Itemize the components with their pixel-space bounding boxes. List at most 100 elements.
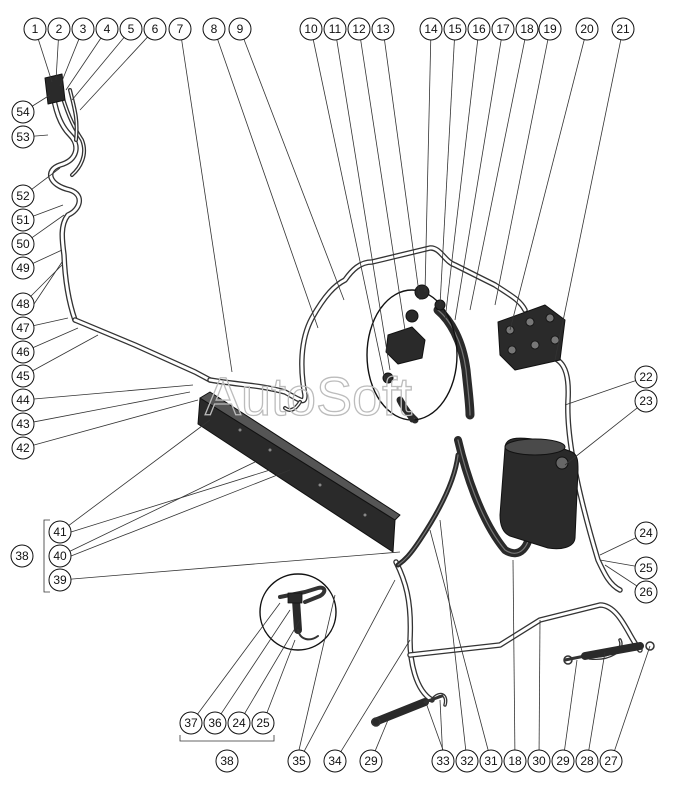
callout-right-25-leader <box>599 559 636 567</box>
callout-bottom-10-18-leader <box>512 559 516 751</box>
tank-top <box>504 438 566 456</box>
callout-bottom-3-25: 25 <box>251 711 275 735</box>
callout-top-1-circle <box>23 17 47 41</box>
top-loop-tube-core <box>208 246 527 402</box>
callout-right-24: 24 <box>634 521 658 545</box>
callout-right-23-leader <box>564 407 638 466</box>
callout-g38b-label: 38 <box>215 749 239 773</box>
callout-bottom-12-29-circle <box>551 749 575 773</box>
callout-bottom-7-33-label: 33 <box>436 754 450 768</box>
valve-port-4 <box>507 345 517 355</box>
callout-top-6-label: 6 <box>152 22 159 36</box>
callout-top-20-label: 20 <box>580 22 594 36</box>
pump-nut-13 <box>414 284 430 300</box>
callout-left-9-45-circle <box>11 364 35 388</box>
callout-top-13-leader <box>384 39 421 301</box>
callout-left-2-52: 52 <box>11 184 35 208</box>
callout-left-7-47: 47 <box>11 316 35 340</box>
callout-left-10-44-circle <box>11 388 35 412</box>
callout-top-17-label: 17 <box>496 22 510 36</box>
callout-40-leader-2 <box>70 469 291 557</box>
callout-top-18-circle <box>515 17 539 41</box>
callout-top-4-label: 4 <box>104 22 111 36</box>
callout-right-22-circle <box>634 365 658 389</box>
callout-top-17-leader <box>454 39 502 321</box>
callout-left-0-54-label: 54 <box>16 105 30 119</box>
callout-48-leader-2 <box>33 261 63 305</box>
callout-top-9-circle <box>228 17 252 41</box>
callout-bottom-6-29-label: 29 <box>364 754 378 768</box>
lower-tube-core <box>394 560 434 702</box>
callout-top-19-circle <box>538 17 562 41</box>
cylinder-left-rod <box>423 694 444 704</box>
callout-top-2-label: 2 <box>56 22 63 36</box>
callout-left-0-54-leader <box>32 94 51 107</box>
callout-left-2-52-leader <box>31 167 61 190</box>
callout-bottom-12-29-label: 29 <box>556 754 570 768</box>
callout-top-6: 6 <box>143 17 167 41</box>
callout-top-6-leader <box>79 36 148 111</box>
callout-top-9-label: 9 <box>237 22 244 36</box>
cylinder-right-eye <box>645 641 655 651</box>
callout-left-3-51-leader <box>33 204 64 217</box>
callout-bottom-5-34-leader <box>340 639 411 752</box>
callout-top-21-label: 21 <box>616 22 630 36</box>
left-tube-a-core <box>49 86 81 322</box>
callout-bottom-9-31-leader <box>429 529 489 751</box>
callout-top-16-circle <box>467 17 491 41</box>
callout-g38b-label-circle <box>215 749 239 773</box>
callout-left-0-54-circle <box>11 100 35 124</box>
callout-bottom-7-33-circle <box>431 749 455 773</box>
cylinder-left-eye <box>371 717 381 727</box>
callout-top-4: 4 <box>95 17 119 41</box>
cooler-bolt-4 <box>363 513 367 517</box>
callout-bottom-10-18-circle <box>503 749 527 773</box>
valve-port-2 <box>525 317 535 327</box>
callout-top-5: 5 <box>119 17 143 41</box>
callout-left-5-49-circle <box>11 256 35 280</box>
callout-bottom-4-35-leader <box>303 579 396 752</box>
callout-g38l-41: 41 <box>48 520 72 544</box>
callout-left-2-52-label: 52 <box>16 189 30 203</box>
callout-top-5-leader <box>71 37 125 101</box>
callout-left-2-52-circle <box>11 184 35 208</box>
callout-left-12-42-circle <box>11 436 35 460</box>
callout-top-2-circle <box>47 17 71 41</box>
callout-top-9-leader <box>243 39 345 301</box>
callout-bottom-9-31-label: 31 <box>484 754 498 768</box>
callout-top-1: 1 <box>23 17 47 41</box>
callout-g38l-label-circle <box>10 544 34 568</box>
callout-left-4-50-leader <box>31 214 65 238</box>
callout-g38l-39-label: 39 <box>53 573 67 587</box>
callout-bottom-10-18-label: 18 <box>508 754 522 768</box>
callout-left-8-46-label: 46 <box>16 345 30 359</box>
callout-bottom-8-32-leader <box>439 519 467 751</box>
callout-top-13-circle <box>371 17 395 41</box>
callout-bottom-5-34: 34 <box>323 749 347 773</box>
callout-top-19: 19 <box>538 17 562 41</box>
callout-top-2: 2 <box>47 17 71 41</box>
callout-left-4-50: 50 <box>11 232 35 256</box>
callout-bottom-9-31: 31 <box>479 749 503 773</box>
callout-top-4-leader <box>65 37 102 91</box>
callout-right-26-label: 26 <box>639 585 653 599</box>
callout-top-1-label: 1 <box>32 22 39 36</box>
callout-top-3: 3 <box>71 17 95 41</box>
callout-right-25-circle <box>634 556 658 580</box>
callout-top-8: 8 <box>202 17 226 41</box>
callout-top-16-leader <box>444 39 479 321</box>
callout-bottom-7-33-leader <box>439 699 443 751</box>
callout-bottom-2-24: 24 <box>227 711 251 735</box>
callout-bottom-5-34-label: 34 <box>328 754 342 768</box>
callout-left-11-43-label: 43 <box>16 417 30 431</box>
cylinder-left-body <box>371 698 429 726</box>
callout-top-12-leader <box>360 39 406 331</box>
callout-left-8-46-leader <box>32 327 79 348</box>
callout-top-10-circle <box>299 17 323 41</box>
callout-g38l-40-label: 40 <box>53 549 67 563</box>
callout-bottom-4-35-label: 35 <box>292 754 306 768</box>
callout-bottom-12-29-leader <box>564 659 578 751</box>
callout-top-15: 15 <box>443 17 467 41</box>
